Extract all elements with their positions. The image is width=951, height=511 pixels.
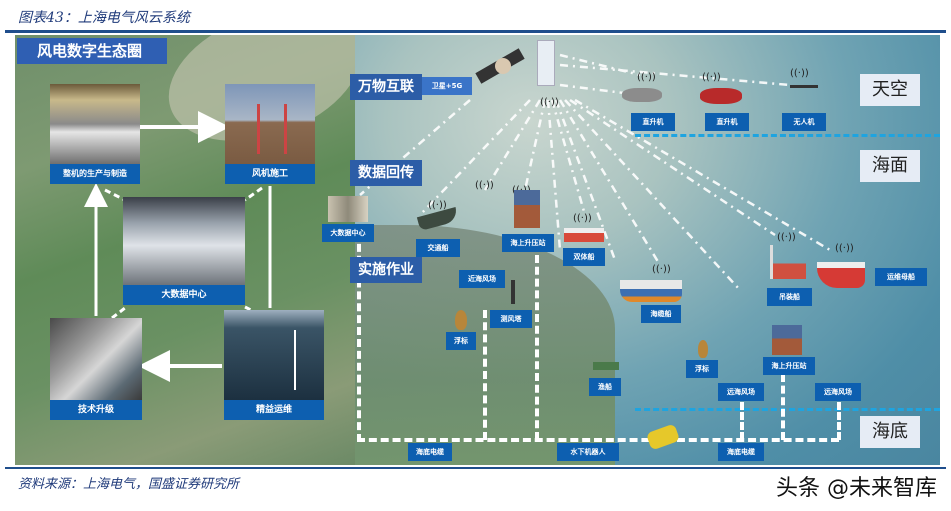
watermark: 头条 @未来智库 xyxy=(776,476,937,501)
wifi-icon: ((·)) xyxy=(652,264,671,275)
sky-sea-divider xyxy=(635,134,940,137)
data-center-building xyxy=(328,196,368,222)
card-label: 精益运维 xyxy=(224,400,324,420)
zone-sky: 天空 xyxy=(860,74,920,106)
card-label: 整机的生产与制造 xyxy=(50,164,140,184)
card-manufacturing: 整机的生产与制造 xyxy=(50,84,140,184)
cable-vertical-3 xyxy=(781,374,785,440)
card-label: 大数据中心 xyxy=(123,285,245,305)
cable-ship-tag: 海缆船 xyxy=(641,305,681,323)
operations-label: 实施作业 xyxy=(350,257,422,283)
offshore-substation-1-tag: 海上升压站 xyxy=(502,234,554,252)
card-construction: 风机施工 xyxy=(225,84,315,184)
fishing-boat-icon xyxy=(593,362,619,370)
helicopter-grey-icon xyxy=(622,88,662,102)
card-tech-upgrade: 技术升级 xyxy=(50,318,142,420)
cable-vertical-4 xyxy=(837,402,841,440)
nearshore-farm-tag: 近海风场 xyxy=(459,270,505,288)
card-precise-om: 精益运维 xyxy=(224,310,324,420)
buoy-1-tag: 浮标 xyxy=(446,332,476,350)
wifi-icon: ((·)) xyxy=(637,72,656,83)
buoy-2-icon xyxy=(698,340,708,358)
offshore-substation-1-icon xyxy=(514,190,540,228)
traffic-boat-tag: 交通船 xyxy=(416,239,460,257)
satellite-body xyxy=(495,58,511,74)
maintenance-mother-ship-icon xyxy=(817,262,865,288)
cable-vertical-2 xyxy=(535,255,539,440)
zone-sea-surface: 海面 xyxy=(860,150,920,182)
wifi-icon: ((·)) xyxy=(428,200,447,211)
ecosystem-title: 风电数字生态圈 xyxy=(17,38,167,64)
drone-icon xyxy=(790,85,818,103)
catamaran-tag: 双体船 xyxy=(563,248,605,266)
helicopter-2-tag: 直升机 xyxy=(705,113,749,131)
underwater-robot-tag: 水下机器人 xyxy=(557,443,619,461)
data-return-label: 数据回传 xyxy=(350,160,422,186)
catamaran-icon xyxy=(564,228,604,242)
seabed-cable-1-tag: 海底电缆 xyxy=(408,443,452,461)
seabed-cable-2-tag: 海底电缆 xyxy=(718,443,764,461)
offshore-turbine-photo xyxy=(224,310,324,400)
card-label: 风机施工 xyxy=(225,164,315,184)
card-data-center: 大数据中心 xyxy=(123,197,245,305)
iot-label: 万物互联 xyxy=(350,74,422,100)
wifi-icon: ((·)) xyxy=(790,68,809,79)
card-label: 技术升级 xyxy=(50,400,142,420)
installation-vessel-photo xyxy=(225,84,315,164)
wifi-icon: ((·)) xyxy=(475,180,494,191)
helicopter-red-icon xyxy=(700,88,742,104)
data-center-tag: 大数据中心 xyxy=(322,224,374,242)
sea-seabed-divider xyxy=(635,408,940,411)
wifi-icon: ((·)) xyxy=(835,243,854,254)
wifi-icon: ((·)) xyxy=(573,213,592,224)
cable-vertical-5 xyxy=(740,402,744,440)
helicopter-1-tag: 直升机 xyxy=(631,113,675,131)
crane-ship-icon xyxy=(770,245,806,279)
buoy-2-tag: 浮标 xyxy=(686,360,718,378)
bottom-rule xyxy=(5,467,946,469)
source-note: 资料来源：上海电气，国盛证券研究所 xyxy=(18,477,240,492)
control-room-photo xyxy=(123,197,245,285)
seabed-cable-line xyxy=(357,438,839,442)
offshore-substation-2-tag: 海上升压站 xyxy=(763,357,815,375)
cable-ship-icon xyxy=(620,280,682,302)
cable-vertical-1 xyxy=(483,310,487,440)
zone-seabed: 海底 xyxy=(860,416,920,448)
factory-photo xyxy=(50,84,140,164)
farshore-farm-2-tag: 远海风场 xyxy=(815,383,861,401)
satellite-5g-tag: 卫星+5G xyxy=(422,77,472,95)
top-rule xyxy=(5,30,946,33)
farshore-farm-1-tag: 远海风场 xyxy=(718,383,764,401)
figure-title: 图表43：上海电气风云系统 xyxy=(18,10,190,26)
offshore-substation-2-icon xyxy=(772,325,802,355)
wifi-icon: ((·)) xyxy=(540,97,559,108)
5g-tower-icon xyxy=(537,40,555,86)
drone-tag: 无人机 xyxy=(782,113,826,131)
met-mast-tag: 测风塔 xyxy=(490,310,532,328)
cable-vertical-datacenter xyxy=(357,232,361,442)
ecosystem-arrows xyxy=(84,111,272,382)
wifi-icon: ((·)) xyxy=(777,232,796,243)
gearbox-photo xyxy=(50,318,142,400)
buoy-1-icon xyxy=(455,310,467,330)
maintenance-mother-ship-tag: 运维母船 xyxy=(875,268,927,286)
crane-ship-tag: 吊装船 xyxy=(767,288,812,306)
met-mast-icon xyxy=(511,280,515,304)
fishing-boat-tag: 渔船 xyxy=(589,378,621,396)
wifi-icon: ((·)) xyxy=(702,72,721,83)
